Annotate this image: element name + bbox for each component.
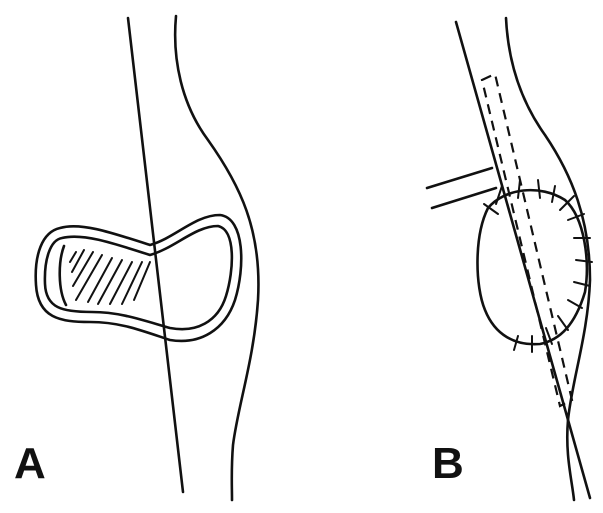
panel-a-wound-wall <box>60 246 66 305</box>
panel-a-left-contour <box>128 18 183 492</box>
panel-b-buried-drain <box>482 74 572 406</box>
panel-b-sutures <box>484 180 592 352</box>
panel-b-label: B <box>432 439 464 488</box>
panel-a <box>36 16 259 500</box>
panel-a-right-contour <box>175 16 258 500</box>
panel-a-defect-outer-rim <box>36 215 242 341</box>
panel-b-drain-tube-upper <box>427 168 492 188</box>
panel-b <box>427 18 592 500</box>
panel-b-closed-flap <box>477 190 586 344</box>
panel-a-label: A <box>14 439 46 488</box>
panel-a-wound-hatching <box>70 250 150 304</box>
panel-b-right-contour <box>506 18 590 500</box>
